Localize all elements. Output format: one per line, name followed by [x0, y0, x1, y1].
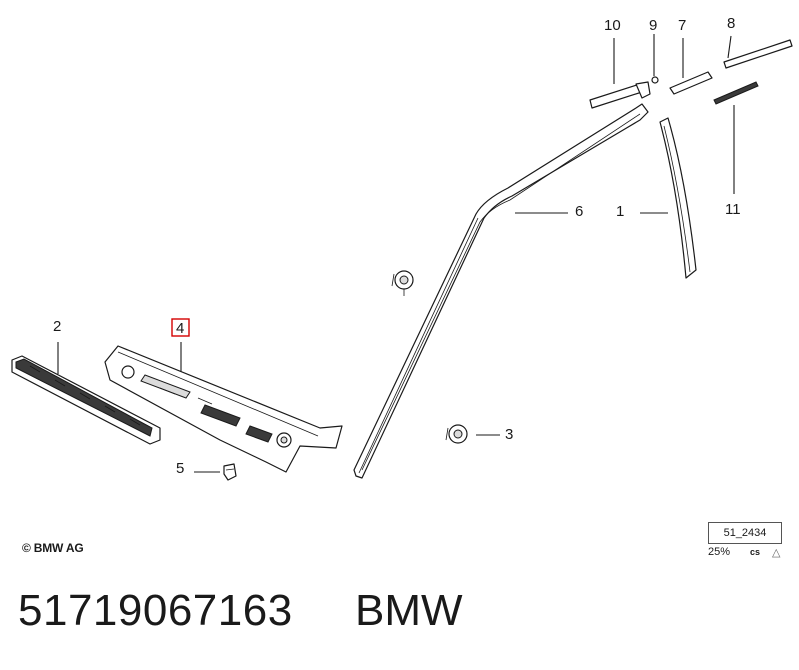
callout-3: 3	[505, 426, 513, 443]
part-11-seal	[713, 81, 759, 105]
reference-code: 51_2434	[708, 522, 782, 544]
leader-lines	[57, 34, 735, 473]
callout-labels: 1 2 3 4 5 6 7 8 9 10 11	[53, 15, 741, 477]
callout-10: 10	[604, 17, 621, 34]
scale-code: cs	[750, 547, 761, 557]
part-7-strip	[669, 71, 713, 95]
callout-2: 2	[53, 318, 61, 335]
copyright-notice: © BMW AG	[22, 541, 84, 555]
callout-5: 5	[176, 460, 184, 477]
part-6-frame-moulding	[353, 103, 649, 479]
callout-4: 4	[176, 320, 184, 337]
parts-diagram: 1 2 3 4 5 6 7 8 9 10 11	[11, 15, 793, 481]
part-4-cowl-cover	[104, 345, 343, 473]
part-5-clip	[223, 463, 237, 481]
part-3-push-clip	[445, 424, 468, 444]
triangle-icon: △	[772, 547, 781, 559]
callout-1: 1	[616, 203, 624, 220]
callout-7: 7	[678, 17, 686, 34]
part-10-strip	[589, 81, 651, 109]
part-number: 51719067163	[18, 586, 293, 635]
part-8-roof-strip	[723, 39, 793, 69]
callout-9: 9	[649, 17, 657, 34]
callout-11: 11	[725, 201, 741, 218]
scale-label: 25%	[708, 546, 731, 558]
part-1-pillar-trim	[659, 117, 697, 279]
part-9-screw	[651, 76, 659, 84]
loose-clip	[391, 270, 414, 296]
brand-name: BMW	[355, 586, 463, 635]
part-2-seal-strip	[11, 355, 161, 445]
callout-8: 8	[727, 15, 735, 32]
callout-4-highlight-box	[171, 318, 190, 337]
callout-6: 6	[575, 203, 583, 220]
